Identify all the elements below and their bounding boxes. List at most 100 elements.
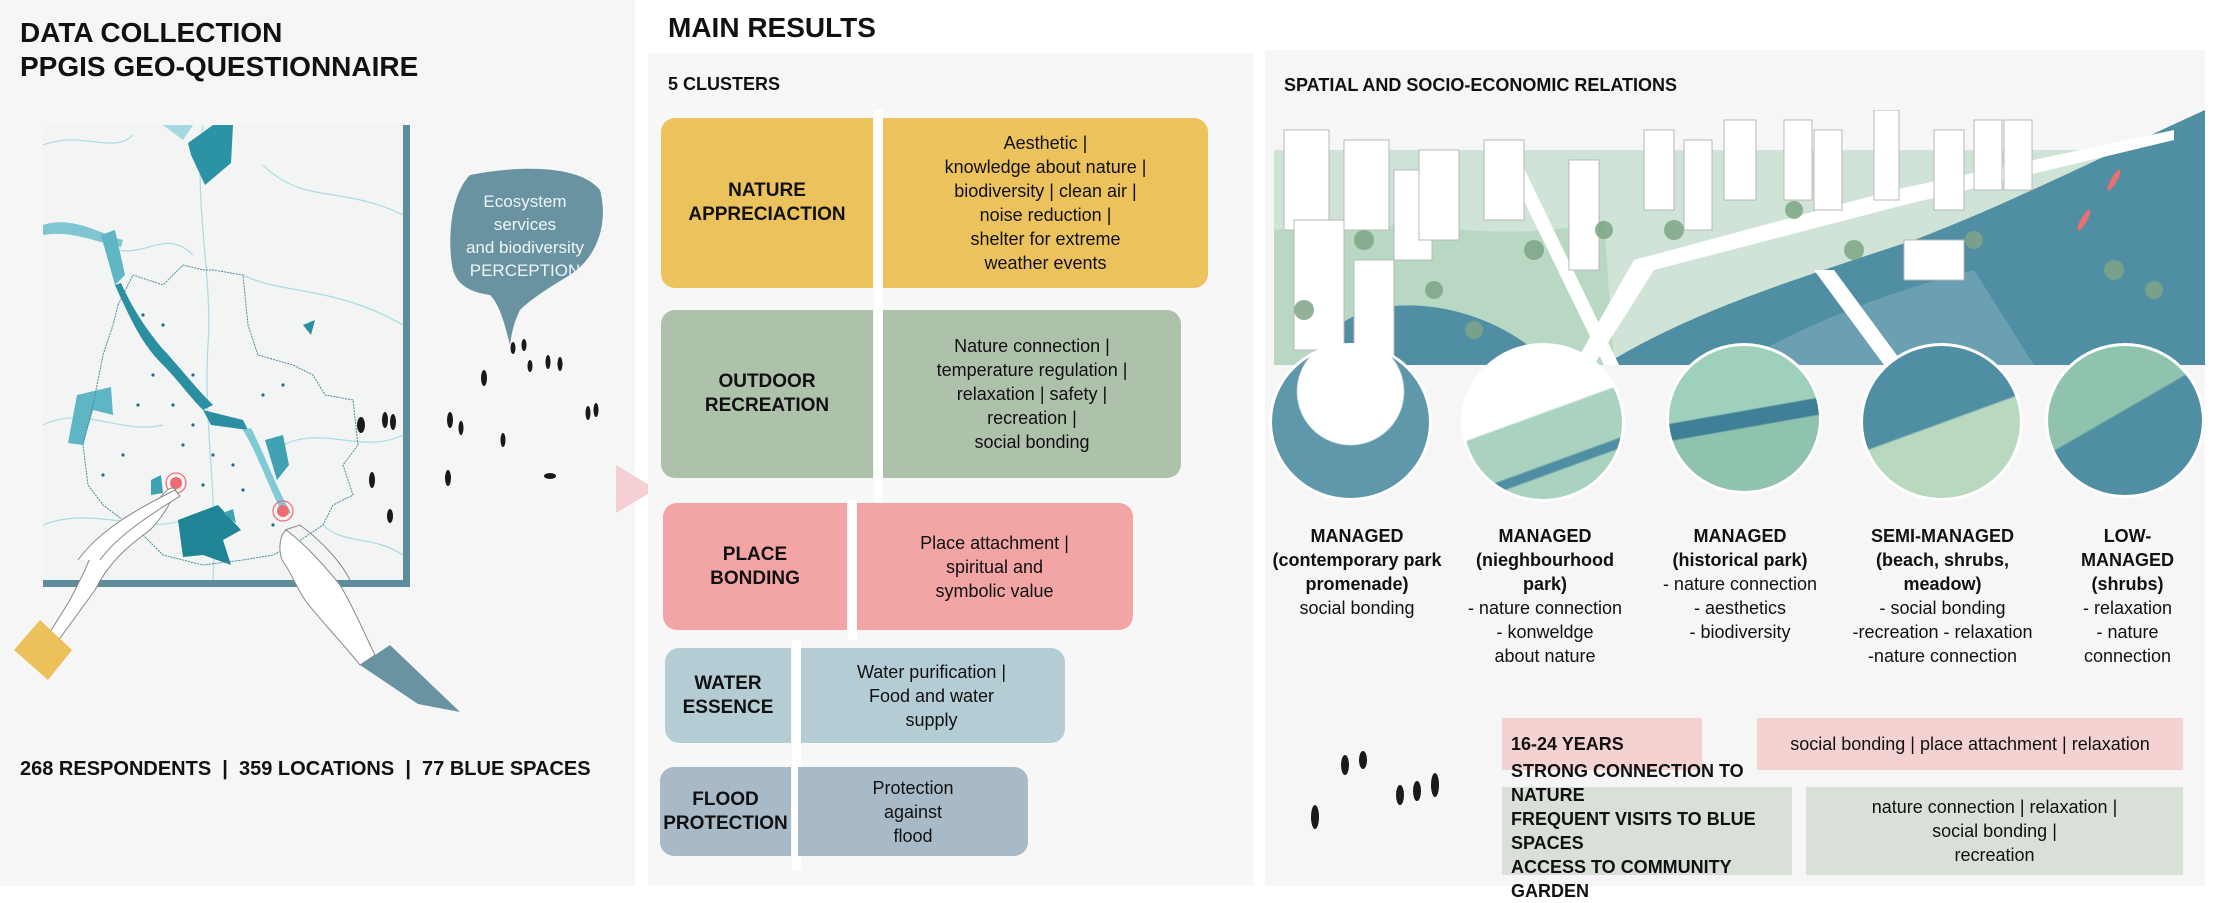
space-subtype: (contemporary park xyxy=(1272,550,1442,570)
space-type: MANAGED xyxy=(1693,526,1787,546)
aerial-landscape-illustration xyxy=(1274,110,2205,365)
space-value: connection xyxy=(2083,646,2172,666)
cluster-services-box: Place attachment | spiritual and symbolic … xyxy=(856,503,1133,630)
cluster-divider xyxy=(848,500,857,640)
space-type: MANAGED xyxy=(1498,526,1592,546)
space-subtype: park) xyxy=(1522,574,1567,594)
group-label-line: FREQUENT VISITS TO BLUE SPACES xyxy=(1511,809,1756,853)
user-group-values: nature connection | relaxation | social b… xyxy=(1806,787,2183,875)
cluster-service-line: Water purification | xyxy=(856,661,1007,682)
space-type: LOW- xyxy=(2103,526,2152,546)
people-group-silhouettes-icon xyxy=(1311,751,1439,829)
cluster-name-line: PLACE xyxy=(722,543,788,565)
space-subtype: (nieghbourhood xyxy=(1476,550,1614,570)
perception-bubble-text: Ecosystem services and biodiversity PERC… xyxy=(450,190,600,282)
cluster-service-line: relaxation | safety | xyxy=(956,384,1108,404)
cluster-name-line: ESSENCE xyxy=(682,696,774,718)
group-value-line: nature connection | relaxation | xyxy=(1871,797,2118,817)
group-label-line: STRONG CONNECTION TO NATURE xyxy=(1511,761,1744,805)
group-label-line: ACCESS TO COMMUNITY GARDEN xyxy=(1511,857,1732,901)
cluster-name-line: WATER xyxy=(694,672,762,694)
title-line-2: PPGIS GEO-QUESTIONNAIRE xyxy=(20,51,419,82)
space-value: - nature connection xyxy=(1467,598,1623,618)
space-value: - relaxation xyxy=(2082,598,2173,618)
space-value: - biodiversity xyxy=(1689,622,1791,642)
blue-spaces-map-illustration xyxy=(42,124,404,581)
cluster-service-line: social bonding xyxy=(974,432,1090,452)
people-silhouettes-icon xyxy=(357,339,599,523)
space-value: about nature xyxy=(1494,646,1596,666)
cluster-divider xyxy=(874,110,883,530)
bubble-line: services xyxy=(493,215,557,234)
cluster-service-line: biodiversity | clean air | xyxy=(954,181,1137,201)
cluster-service-line: weather events xyxy=(984,253,1107,273)
space-subtype: MANAGED xyxy=(2081,550,2174,570)
data-collection-title: DATA COLLECTION PPGIS GEO-QUESTIONNAIRE xyxy=(20,16,418,84)
cluster-services: Nature connection |temperature regulatio… xyxy=(937,334,1128,454)
green-space-vignette xyxy=(2045,343,2205,498)
cluster-service-line: symbolic value xyxy=(935,580,1054,601)
cluster-name-line: NATURE xyxy=(728,180,806,201)
user-group-label: 16-24 YEARS xyxy=(1502,718,1702,770)
cluster-service-line: spiritual and xyxy=(945,556,1044,577)
clusters-heading: 5 CLUSTERS xyxy=(668,74,781,94)
cluster-service-line: flood xyxy=(893,825,933,846)
cluster-service-line: noise reduction | xyxy=(979,205,1112,225)
cluster-services: Aesthetic |knowledge about nature |biodi… xyxy=(945,131,1147,275)
bubble-line: Ecosystem xyxy=(483,192,567,211)
space-value: - social bonding xyxy=(1879,598,2006,618)
group-label-line: 16-24 YEARS xyxy=(1511,734,1624,754)
cluster-service-line: against xyxy=(883,801,943,822)
space-type-label: SEMI-MANAGED(beach, shrubs,meadow)- soci… xyxy=(1835,524,2050,668)
cluster-service-line: Place attachment | xyxy=(920,532,1069,553)
left-hand-icon xyxy=(14,487,181,680)
cluster-name-line: BONDING xyxy=(710,567,800,589)
space-value: - konweldge xyxy=(1496,622,1594,642)
space-subtype: (beach, shrubs, xyxy=(1875,550,2010,570)
spatial-relations-title: SPATIAL AND SOCIO-ECONOMIC RELATIONS xyxy=(1284,75,1678,95)
respondent-stats: 268 RESPONDENTS | 359 LOCATIONS | 77 BLU… xyxy=(20,758,591,780)
cluster-services-box: Aesthetic |knowledge about nature |biodi… xyxy=(883,118,1208,288)
cluster-service-line: knowledge about nature | xyxy=(944,157,1147,177)
cluster-name-line: OUTDOOR xyxy=(718,371,816,392)
cluster-name-box: OUTDOOR RECREATION xyxy=(661,310,873,478)
space-type-label: MANAGED(historical park)- nature connect… xyxy=(1640,524,1840,644)
green-space-vignette xyxy=(1860,343,2023,501)
main-results-title: MAIN RESULTS xyxy=(668,12,876,43)
space-type: MANAGED xyxy=(1310,526,1404,546)
cluster-service-line: shelter for extreme xyxy=(970,229,1121,249)
group-value-line: social bonding | xyxy=(1932,821,2057,841)
green-space-vignette xyxy=(1461,343,1625,502)
speech-bubble-icon xyxy=(450,168,603,345)
user-group-values: social bonding | place attachment | rela… xyxy=(1757,718,2183,770)
space-subtype: meadow) xyxy=(1903,574,1982,594)
space-value: -recreation - relaxation xyxy=(1852,622,2033,642)
green-space-vignette xyxy=(1666,343,1822,494)
city-map xyxy=(42,124,410,587)
bubble-line: and biodiversity xyxy=(465,238,585,257)
bubble-line: PERCEPTION xyxy=(469,261,581,280)
cluster-service-line: supply xyxy=(905,709,958,730)
hands-and-people-illustration xyxy=(14,168,603,712)
cluster-name: OUTDOOR RECREATION xyxy=(705,370,829,418)
cluster-divider xyxy=(792,640,801,870)
space-subtype: promenade) xyxy=(1305,574,1409,594)
space-subtype: (historical park) xyxy=(1672,550,1808,570)
cluster-service-line: recreation | xyxy=(987,408,1077,428)
space-type-label: MANAGED (nieghbourhood park) - nature conne… xyxy=(1455,524,1635,668)
cluster-name-line: RECREATION xyxy=(704,395,830,416)
arrow-right-icon xyxy=(616,465,656,513)
